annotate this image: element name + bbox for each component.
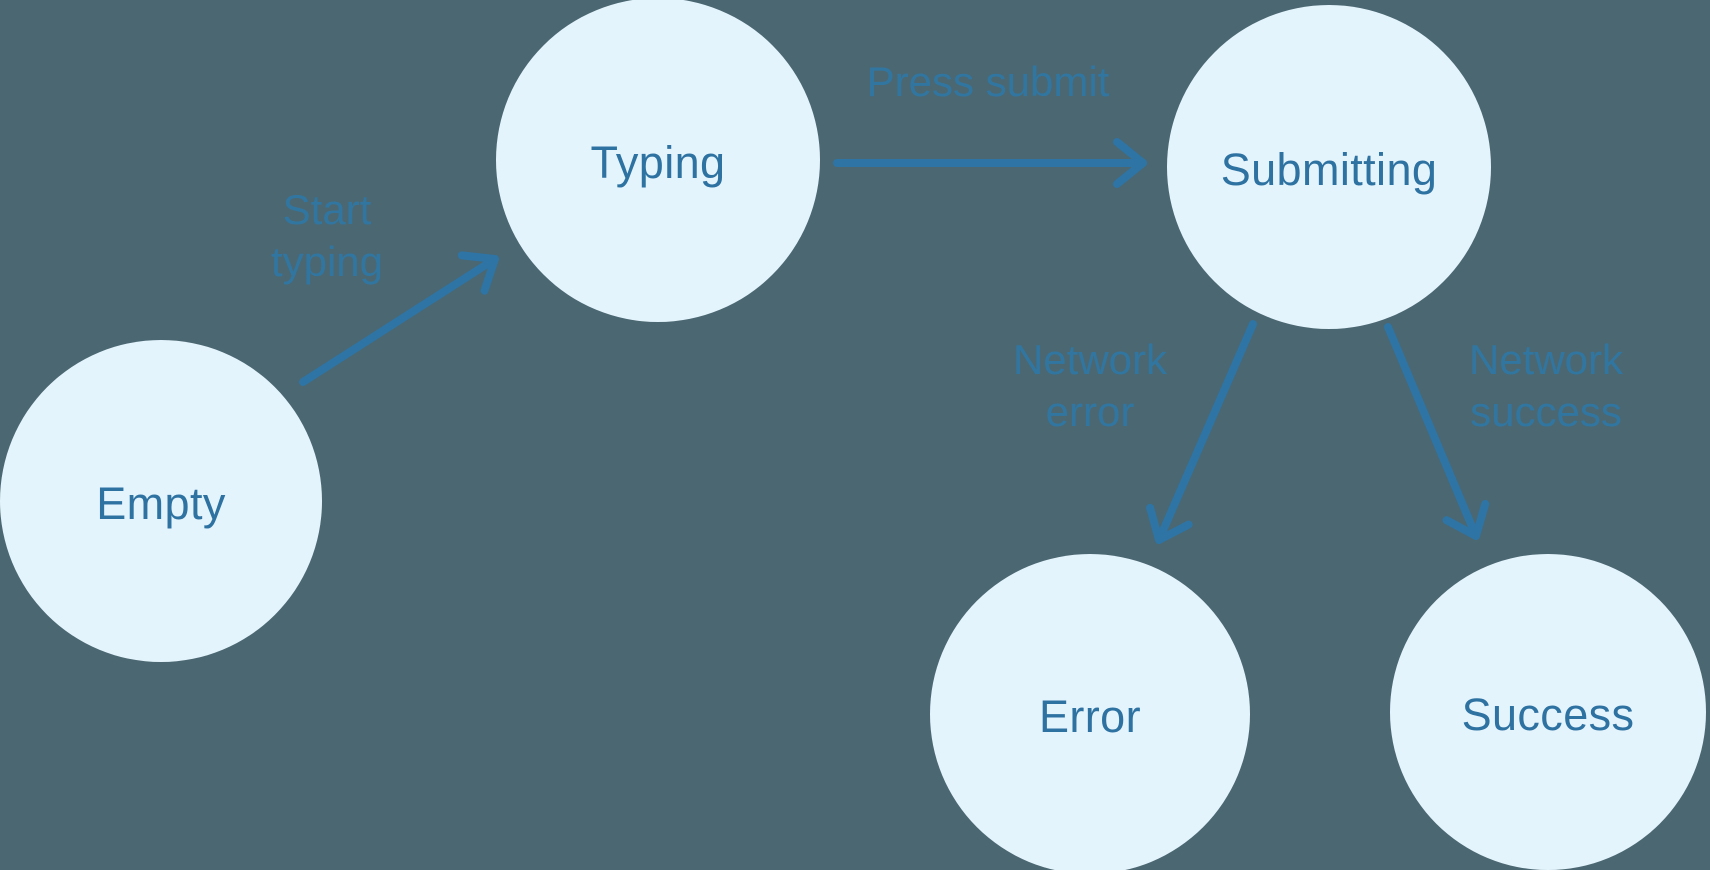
node-typing: Typing [496,0,820,322]
node-submitting: Submitting [1167,5,1491,329]
node-empty: Empty [0,340,322,662]
node-success-label: Success [1461,689,1635,740]
edge-label-start-typing: Start typing [177,184,477,288]
edge-label-network-success-line-1: Network [1468,336,1624,383]
edge-label-network-success-line-2: success [1470,388,1622,435]
node-submitting-label: Submitting [1220,144,1438,195]
node-typing-label: Typing [590,137,726,188]
edge-label-network-error-line-2: error [1045,388,1135,435]
edge-label-network-error-line-1: Network [1012,336,1168,383]
edge-label-press-submit-line-1: Press submit [866,58,1110,105]
edge-label-press-submit: Press submit [838,56,1138,108]
edge-label-start-typing-line-1: Start [282,186,372,233]
edge-label-start-typing-line-2: typing [270,238,384,285]
edge-label-network-success: Network success [1396,334,1696,438]
node-error: Error [930,554,1250,870]
node-success: Success [1390,554,1706,870]
node-error-label: Error [1039,691,1141,742]
edge-label-network-error: Network error [940,334,1240,438]
node-empty-label: Empty [96,478,226,529]
